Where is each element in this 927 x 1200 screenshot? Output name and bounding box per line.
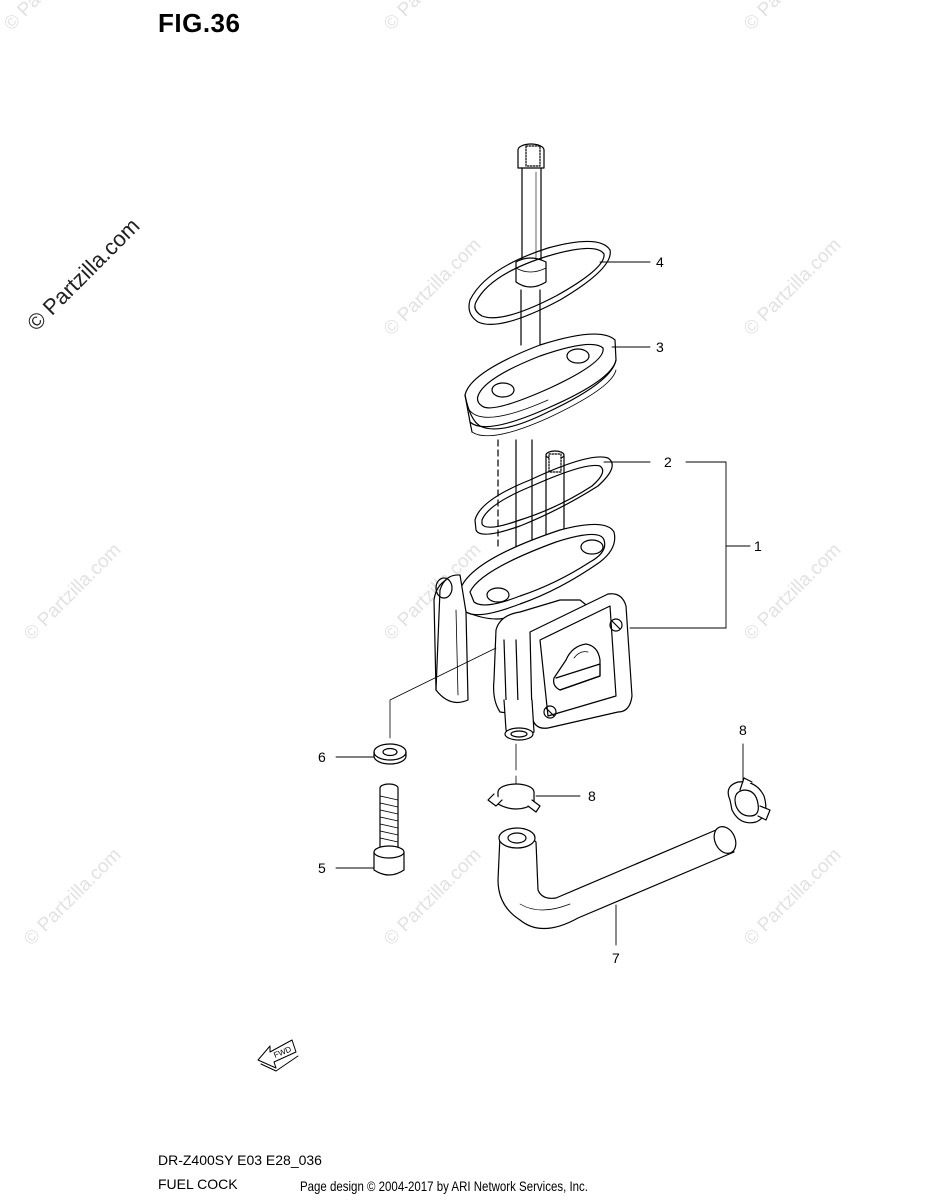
gasket-cushion: [464, 333, 617, 437]
o-ring-upper: [468, 240, 611, 325]
callout-5: 5: [318, 860, 326, 876]
leader-lines: [335, 261, 751, 946]
callout-2: 2: [664, 454, 672, 470]
hose-clamp-lower: [487, 783, 541, 813]
callout-7: 7: [612, 950, 620, 966]
washer: [373, 743, 407, 765]
strainer-tube: [515, 143, 547, 346]
callout-8-lower: 8: [588, 788, 596, 804]
section-name: FUEL COCK: [158, 1176, 238, 1192]
bolt: [373, 783, 405, 876]
figure-title: FIG.36: [158, 8, 241, 38]
callout-3: 3: [656, 339, 664, 355]
model-code: DR-Z400SY E03 E28_036: [158, 1152, 322, 1168]
copyright-notice: Page design © 2004-2017 by ARI Network S…: [300, 1178, 588, 1194]
hose-clamp-upper: [727, 777, 771, 824]
fuel-cock-body: [389, 523, 633, 787]
fuel-hose: [497, 826, 737, 930]
forward-arrow-icon: FWD: [257, 1039, 299, 1072]
callout-1: 1: [754, 538, 762, 554]
o-ring-lower: [474, 456, 613, 535]
callout-6: 6: [318, 749, 326, 765]
center-rods: [497, 439, 533, 551]
callout-4: 4: [656, 254, 664, 270]
callout-8-upper: 8: [739, 722, 747, 738]
